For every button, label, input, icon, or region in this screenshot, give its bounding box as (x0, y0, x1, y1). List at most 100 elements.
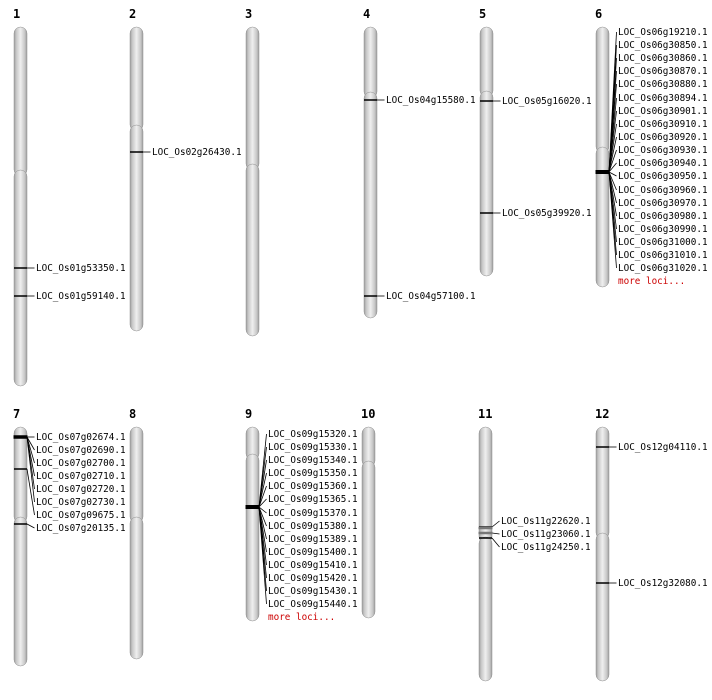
chromosome-7-number: 7 (13, 407, 20, 421)
locus-label[interactable]: LOC_Os06g30990.1 (618, 224, 708, 235)
leader-line (608, 162, 617, 173)
locus-tick (480, 212, 493, 214)
locus-label[interactable]: LOC_Os06g30950.1 (618, 171, 708, 182)
leader-line (608, 171, 617, 177)
locus-label[interactable]: LOC_Os07g09675.1 (36, 510, 126, 521)
locus-label[interactable]: LOC_Os05g39920.1 (502, 208, 592, 219)
chromosome-12-lower-arm (595, 532, 610, 682)
locus-label[interactable]: LOC_Os06g30860.1 (618, 53, 708, 64)
locus-label[interactable]: LOC_Os06g30850.1 (618, 40, 708, 51)
locus-label[interactable]: LOC_Os09g15320.1 (268, 429, 358, 440)
locus-tick (14, 523, 27, 525)
chromosome-11-number: 11 (478, 407, 492, 421)
leader-line (258, 506, 267, 605)
locus-label[interactable]: LOC_Os11g22620.1 (501, 516, 591, 527)
leader-line (608, 149, 617, 173)
chromosome-12-number: 12 (595, 407, 609, 421)
locus-label[interactable]: LOC_Os09g15420.1 (268, 573, 358, 584)
locus-label[interactable]: LOC_Os07g02730.1 (36, 497, 126, 508)
locus-label[interactable]: LOC_Os07g02700.1 (36, 458, 126, 469)
locus-label[interactable]: LOC_Os05g16020.1 (502, 96, 592, 107)
leader-line (258, 459, 267, 508)
locus-label[interactable]: LOC_Os06g30894.1 (618, 93, 708, 104)
leader-line (26, 436, 35, 451)
chromosome-4-lower-arm (363, 91, 378, 319)
locus-label[interactable]: LOC_Os07g02674.1 (36, 432, 126, 443)
locus-label[interactable]: LOC_Os09g15370.1 (268, 508, 358, 519)
locus-label[interactable]: LOC_Os06g31000.1 (618, 237, 708, 248)
locus-tick (480, 100, 493, 102)
leader-line (26, 523, 35, 529)
chromosome-6-group: 6LOC_Os06g19210.1LOC_Os06g30850.1LOC_Os0… (595, 7, 708, 288)
locus-label[interactable]: LOC_Os06g31020.1 (618, 263, 708, 274)
chromosome-10-group: 10 (361, 407, 375, 619)
locus-label[interactable]: LOC_Os06g31010.1 (618, 250, 708, 261)
leader-line (258, 506, 267, 514)
locus-label[interactable]: LOC_Os06g30870.1 (618, 66, 708, 77)
locus-label[interactable]: LOC_Os01g59140.1 (36, 291, 126, 302)
more-loci-link[interactable]: more loci... (268, 612, 335, 623)
locus-label[interactable]: LOC_Os06g30880.1 (618, 79, 708, 90)
chromosome-3-group: 3 (245, 7, 260, 337)
chromosome-band (13, 435, 28, 439)
leader-line (608, 171, 617, 269)
chromosome-3-upper-arm (245, 26, 260, 171)
locus-label[interactable]: LOC_Os06g30920.1 (618, 132, 708, 143)
locus-label[interactable]: LOC_Os06g30940.1 (618, 158, 708, 169)
chromosome-band (478, 526, 493, 530)
locus-label[interactable]: LOC_Os06g30970.1 (618, 198, 708, 209)
chromosome-2-number: 2 (129, 7, 136, 21)
locus-label[interactable]: LOC_Os04g15580.1 (386, 95, 476, 106)
more-loci-link[interactable]: more loci... (618, 276, 685, 287)
locus-label[interactable]: LOC_Os11g23060.1 (501, 529, 591, 540)
locus-label[interactable]: LOC_Os09g15360.1 (268, 481, 358, 492)
locus-label[interactable]: LOC_Os06g30910.1 (618, 119, 708, 130)
chromosome-8-upper-arm (129, 426, 144, 524)
chromosome-2-lower-arm (129, 124, 144, 332)
chromosome-1-lower-arm (13, 169, 28, 387)
locus-label[interactable]: LOC_Os04g57100.1 (386, 291, 476, 302)
locus-label[interactable]: LOC_Os06g30960.1 (618, 185, 708, 196)
locus-label[interactable]: LOC_Os06g30930.1 (618, 145, 708, 156)
locus-label[interactable]: LOC_Os12g32080.1 (618, 578, 708, 589)
locus-label[interactable]: LOC_Os09g15410.1 (268, 560, 358, 571)
locus-label[interactable]: LOC_Os09g15389.1 (268, 534, 358, 545)
chromosome-9-lower-arm (245, 453, 260, 622)
locus-label[interactable]: LOC_Os07g02720.1 (36, 484, 126, 495)
locus-label[interactable]: LOC_Os07g02710.1 (36, 471, 126, 482)
leader-line (608, 123, 617, 173)
locus-label[interactable]: LOC_Os07g20135.1 (36, 523, 126, 534)
locus-label[interactable]: LOC_Os09g15440.1 (268, 599, 358, 610)
locus-label[interactable]: LOC_Os06g19210.1 (618, 27, 708, 38)
leader-line (258, 472, 267, 508)
locus-label[interactable]: LOC_Os09g15350.1 (268, 468, 358, 479)
leader-line (608, 171, 617, 191)
leader-line (258, 485, 267, 508)
locus-label[interactable]: LOC_Os01g53350.1 (36, 263, 126, 274)
locus-label[interactable]: LOC_Os06g30901.1 (618, 106, 708, 117)
locus-label[interactable]: LOC_Os11g24250.1 (501, 542, 591, 553)
chromosome-1-upper-arm (13, 26, 28, 177)
locus-label[interactable]: LOC_Os09g15365.1 (268, 494, 358, 505)
chromosome-2-upper-arm (129, 26, 144, 132)
locus-label[interactable]: LOC_Os09g15340.1 (268, 455, 358, 466)
leader-line (26, 468, 35, 516)
locus-label[interactable]: LOC_Os07g02690.1 (36, 445, 126, 456)
locus-label[interactable]: LOC_Os02g26430.1 (152, 147, 242, 158)
locus-label[interactable]: LOC_Os09g15380.1 (268, 521, 358, 532)
locus-tick (364, 99, 377, 101)
locus-label[interactable]: LOC_Os09g15330.1 (268, 442, 358, 453)
locus-label[interactable]: LOC_Os12g04110.1 (618, 442, 708, 453)
locus-label[interactable]: LOC_Os06g30980.1 (618, 211, 708, 222)
chromosome-7-upper-arm (13, 426, 28, 524)
chromosome-6-lower-arm (595, 146, 610, 288)
chromosome-8-lower-arm (129, 516, 144, 660)
locus-label[interactable]: LOC_Os09g15430.1 (268, 586, 358, 597)
locus-label[interactable]: LOC_Os09g15400.1 (268, 547, 358, 558)
chromosome-10-number: 10 (361, 407, 375, 421)
leader-line (608, 136, 617, 173)
chromosome-8-number: 8 (129, 407, 136, 421)
